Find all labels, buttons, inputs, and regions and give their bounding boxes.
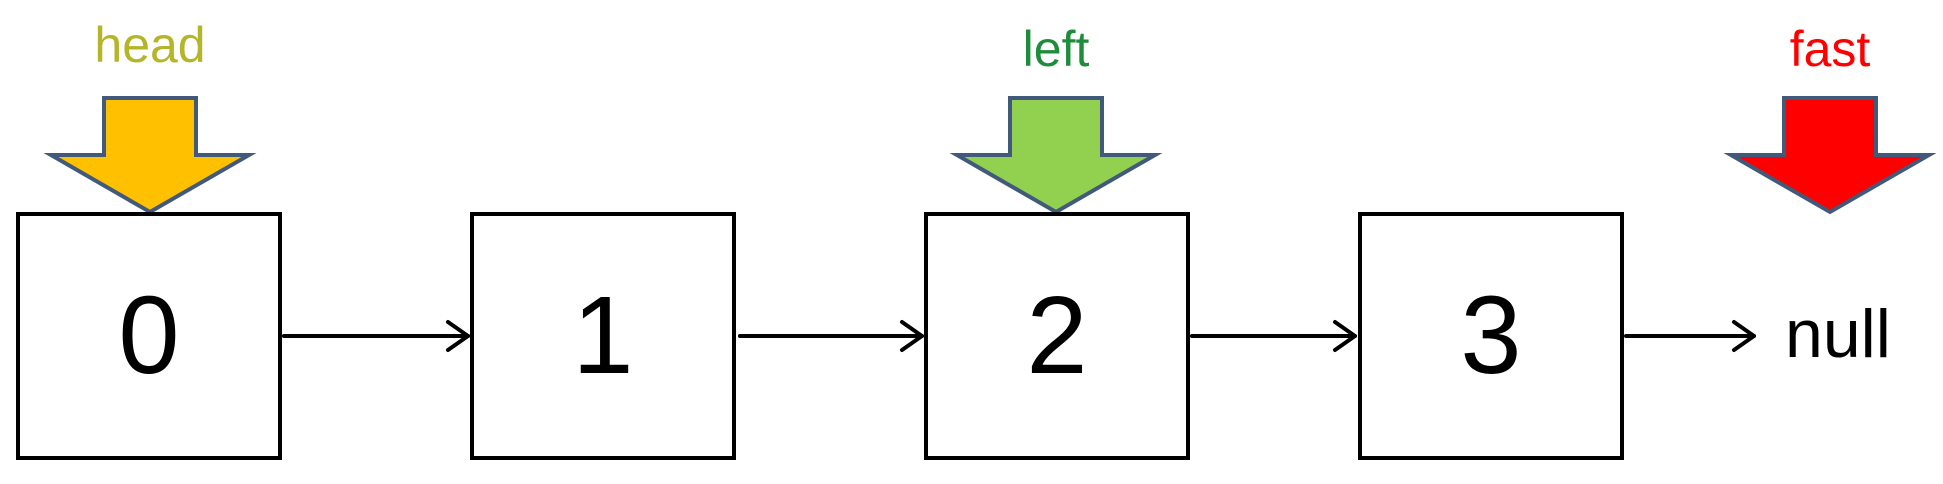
list-node-2: 2: [924, 212, 1190, 460]
node-value: 3: [1460, 274, 1522, 397]
link-arrow-2-to-3: [1190, 320, 1357, 352]
list-node-1: 1: [470, 212, 736, 460]
fast-pointer-arrow: [1723, 96, 1937, 215]
link-arrow-3-to-null: [1624, 320, 1756, 352]
link-arrow-0-to-1: [282, 320, 470, 352]
list-node-3: 3: [1358, 212, 1624, 460]
list-node-0: 0: [16, 212, 282, 460]
link-arrow-1-to-2: [738, 320, 924, 352]
head-pointer-arrow: [43, 96, 257, 215]
left-pointer-arrow: [949, 96, 1163, 215]
node-value: 0: [118, 274, 180, 397]
fast-pointer-label: fast: [1789, 21, 1871, 77]
node-value: 2: [1026, 274, 1088, 397]
null-terminal-label: null: [1785, 296, 1891, 372]
head-pointer-label: head: [94, 17, 206, 73]
left-pointer-label: left: [1022, 21, 1090, 77]
node-value: 1: [572, 274, 634, 397]
